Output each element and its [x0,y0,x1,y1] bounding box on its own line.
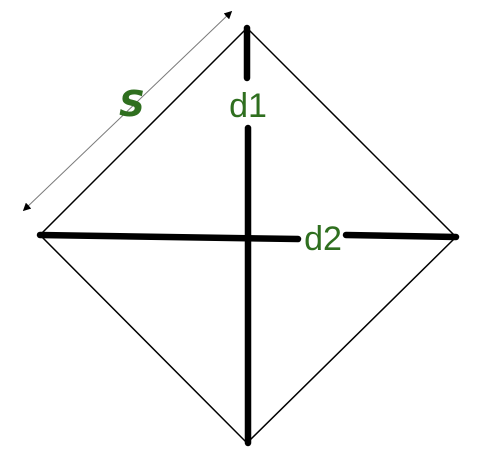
diagonal-d2-right-segment [342,231,460,241]
diagonal-d2-label: d2 [304,220,342,258]
diagonal-d2-left-segment [36,231,302,243]
diagonal-d1-label: d1 [229,87,267,125]
side-dimension-arrow [22,10,233,212]
side-label: S [119,84,145,125]
